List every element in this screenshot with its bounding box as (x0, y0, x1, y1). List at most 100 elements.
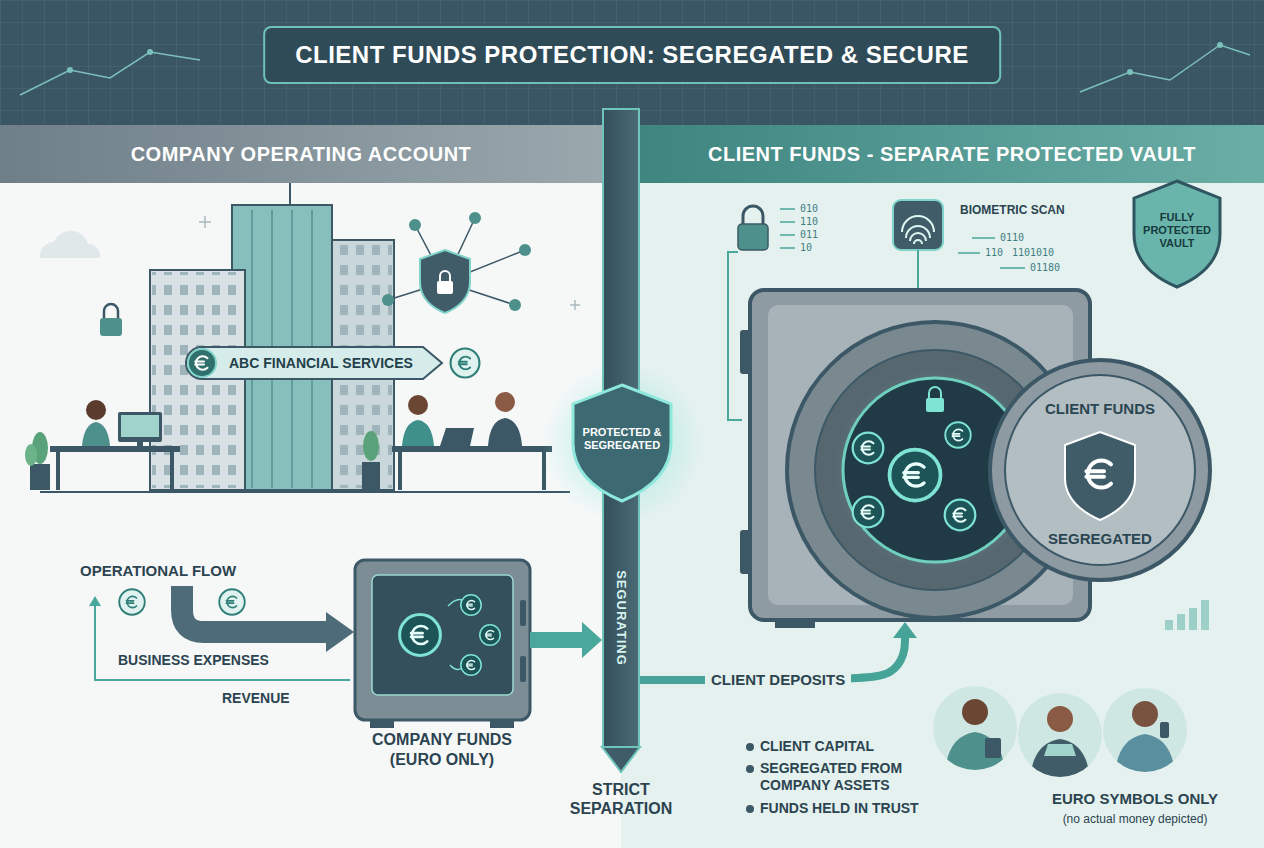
office-workers (118, 412, 162, 442)
security-icons (743, 206, 763, 224)
label-holder: FUNDS HELD IN TRUST (760, 800, 930, 817)
label-holder: REVENUE (222, 690, 290, 707)
separation-label: STRICT SEPARATION (560, 780, 682, 818)
client-people (1115, 734, 1175, 774)
client-vault (1189, 608, 1197, 630)
client-people (933, 686, 1187, 779)
office-workers (82, 422, 110, 446)
node-title: COMPANY FUNDS (EURO ONLY) (347, 730, 537, 770)
security-icons (728, 252, 742, 420)
top-band (0, 0, 1264, 125)
client-people (1132, 701, 1158, 727)
company-safe: COMPANY FUNDS (EURO ONLY) (355, 560, 530, 720)
office-workers (363, 431, 379, 461)
flow-label: OPERATIONAL FLOW (80, 562, 236, 580)
company-safe (520, 656, 526, 682)
label-holder: 110 (985, 247, 1003, 259)
shield-badge: PROTECTED & SEGREGATED (567, 382, 677, 504)
network-shield (409, 219, 421, 231)
top-band (1217, 42, 1223, 48)
label-holder: 10 (800, 242, 812, 254)
bullet-item: FUNDS HELD IN TRUST (760, 800, 930, 817)
top-band (67, 67, 73, 73)
operational-flow (119, 589, 145, 615)
client-vault (926, 398, 944, 412)
office-workers (121, 415, 159, 437)
icon-label: BIOMETRIC SCAN (960, 203, 1065, 218)
section-header: CLIENT FUNDS - SEPARATE PROTECTED VAULT (640, 125, 1264, 183)
client-vault (1165, 620, 1173, 630)
security-icons (780, 209, 795, 248)
shield-outline (573, 385, 671, 501)
office-workers (408, 395, 428, 415)
client-people (1030, 706, 1090, 779)
label-holder: CLIENT CAPITAL (760, 738, 930, 755)
bullet-dots (746, 765, 754, 773)
title-holder: CLIENT FUNDS PROTECTION: SEGREGATED & SE… (263, 26, 1001, 84)
node-title: CLIENT FUNDS (1000, 400, 1200, 418)
label-holder: 010 (800, 203, 818, 215)
bullet-item: SEGREGATED FROM COMPANY ASSETS (760, 760, 930, 794)
company-safe (355, 560, 530, 728)
binary-code: 01180 (1030, 262, 1060, 274)
top-band (1127, 69, 1133, 75)
operational-flow (89, 596, 101, 606)
client-vault (1201, 600, 1209, 630)
node-title: ABC FINANCIAL SERVICES (185, 346, 443, 380)
top-band (1080, 45, 1250, 92)
office-workers (440, 428, 474, 446)
office-workers (488, 418, 522, 446)
binary-code: 0110 (1000, 232, 1024, 244)
network-shield (437, 281, 453, 294)
network-shield (469, 212, 481, 224)
operational-flow (326, 612, 354, 652)
node-title: COMPANY OPERATING ACCOUNT (131, 143, 472, 166)
padlock-icon (100, 318, 122, 336)
office-building (40, 491, 570, 493)
company-safe (355, 560, 530, 720)
label-holder: 011 (800, 229, 818, 241)
ground (40, 231, 100, 258)
client-vault (929, 387, 941, 398)
label-holder: 110 (800, 216, 818, 228)
office-workers (392, 446, 552, 452)
note-text: (no actual money depicted) (1025, 812, 1245, 826)
client-people (1047, 706, 1073, 732)
network-shield (382, 294, 394, 306)
binary-code: 1101010 (1012, 247, 1054, 259)
flow-label: REVENUE (222, 690, 290, 707)
label-holder: BIOMETRIC SCAN (960, 203, 1065, 218)
padlock-icon (104, 304, 118, 318)
bullet-dots (746, 805, 754, 813)
office-workers (362, 462, 380, 490)
client-people (962, 699, 988, 725)
company-safe (520, 600, 526, 626)
label-holder: STRICT SEPARATION (560, 780, 682, 818)
client-people (985, 738, 1001, 758)
label-holder: 01180 (1030, 262, 1060, 274)
office-workers (30, 464, 50, 490)
euro-badge (188, 349, 216, 377)
office-workers (398, 452, 402, 490)
operational-flow (219, 589, 245, 615)
company-safe (480, 625, 500, 645)
client-vault (990, 360, 1210, 580)
office-workers (402, 420, 434, 446)
office-building (40, 170, 570, 492)
security-icons (893, 200, 943, 250)
node-title: CLIENT FUNDS - SEPARATE PROTECTED VAULT (708, 143, 1196, 166)
client-people (945, 699, 1005, 772)
diagram-title: CLIENT FUNDS PROTECTION: SEGREGATED & SE… (263, 26, 1001, 84)
client-vault (1086, 460, 1111, 487)
client-vault (1177, 614, 1185, 630)
top-band (0, 0, 1264, 125)
bullet-item: CLIENT CAPITAL (760, 738, 930, 755)
label-holder: BUSINESS EXPENSES (118, 652, 269, 669)
node-text: SEGREGATED (1000, 530, 1200, 548)
office-workers (25, 392, 552, 490)
top-band (147, 49, 153, 55)
office-workers (50, 446, 180, 452)
company-safe (372, 575, 513, 695)
padlock-icon (100, 304, 122, 336)
top-band (20, 52, 200, 95)
